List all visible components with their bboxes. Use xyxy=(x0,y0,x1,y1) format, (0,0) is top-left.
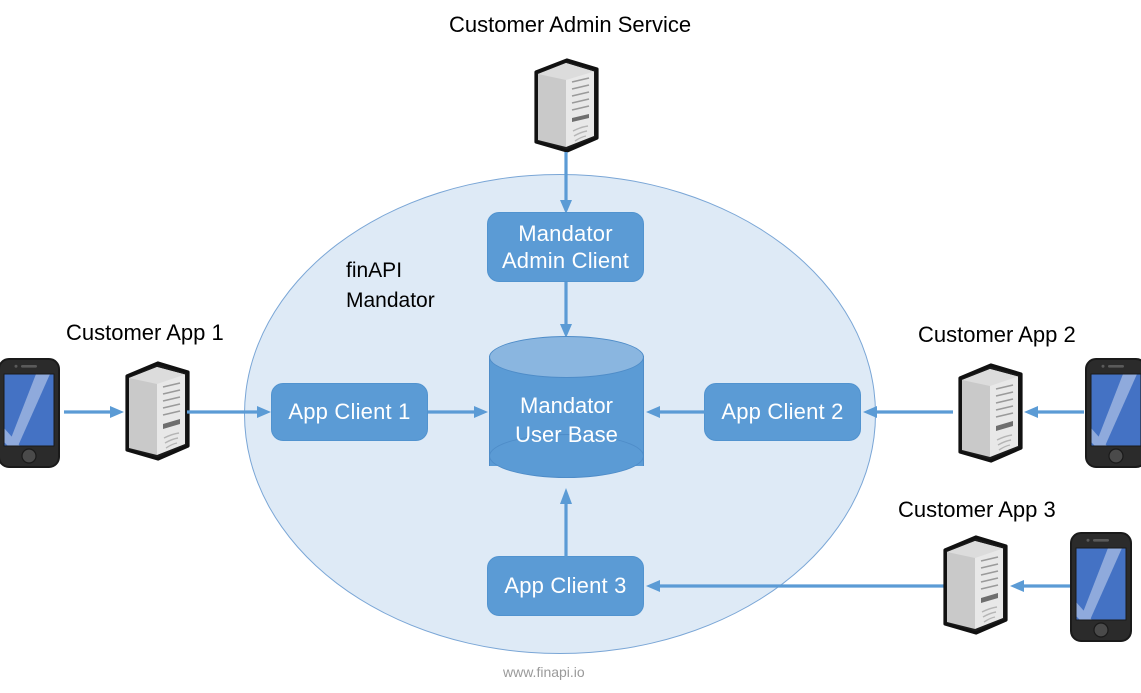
database-bottom-ellipse xyxy=(489,434,644,478)
app-client-1-box[interactable]: App Client 1 xyxy=(271,383,428,441)
arrow-app2-phone-to-server xyxy=(1024,406,1084,418)
database-label: Mandator User Base xyxy=(489,392,644,449)
customer-app-3-label: Customer App 3 xyxy=(898,497,1056,522)
arrow-app3-server-to-app-client-3 xyxy=(646,580,954,592)
app-client-2-box[interactable]: App Client 2 xyxy=(704,383,861,441)
customer-admin-service-label: Customer Admin Service xyxy=(449,12,692,37)
database-label-line2: User Base xyxy=(515,421,618,447)
mandator-admin-client-line2: Admin Client xyxy=(501,248,630,273)
finapi-mandator-label-line1: finAPI xyxy=(346,259,403,282)
customer-app-2-server-icon xyxy=(958,363,1023,463)
arrow-admin-server-to-admin-client xyxy=(560,152,572,214)
database-top-ellipse xyxy=(489,336,644,378)
database-label-line1: Mandator xyxy=(520,393,613,418)
arrow-app-client-1-to-database xyxy=(428,406,488,418)
arrow-app1-phone-to-server xyxy=(64,406,124,418)
admin-server-icon xyxy=(534,58,599,153)
customer-app-1-smartphone-icon xyxy=(0,358,60,468)
footer-url: www.finapi.io xyxy=(503,664,585,680)
finapi-mandator-label: finAPI Mandator xyxy=(346,256,435,317)
finapi-mandator-label-line2: Mandator xyxy=(346,289,435,313)
customer-app-2-label: Customer App 2 xyxy=(918,322,1076,347)
app-client-3-box[interactable]: App Client 3 xyxy=(487,556,644,616)
customer-app-3-server-icon xyxy=(943,535,1008,635)
customer-app-2-smartphone-icon xyxy=(1085,358,1141,468)
mandator-admin-client-box[interactable]: Mandator Admin Client xyxy=(487,212,644,282)
arrow-app2-server-to-app-client-2 xyxy=(863,406,953,418)
mandator-admin-client-line1: Mandator xyxy=(518,220,613,246)
arrow-app-client-3-to-database xyxy=(560,488,572,558)
mandator-user-base-database[interactable]: Mandator User Base xyxy=(489,336,644,486)
arrow-admin-client-to-database xyxy=(560,282,572,338)
customer-app-1-server-icon xyxy=(125,361,190,461)
arrow-app-client-2-to-database xyxy=(646,406,706,418)
arrow-app3-phone-to-server xyxy=(1010,580,1078,592)
customer-app-1-label: Customer App 1 xyxy=(66,320,224,345)
customer-app-3-smartphone-icon xyxy=(1070,532,1132,642)
arrow-app1-server-to-app-client-1 xyxy=(187,406,271,418)
